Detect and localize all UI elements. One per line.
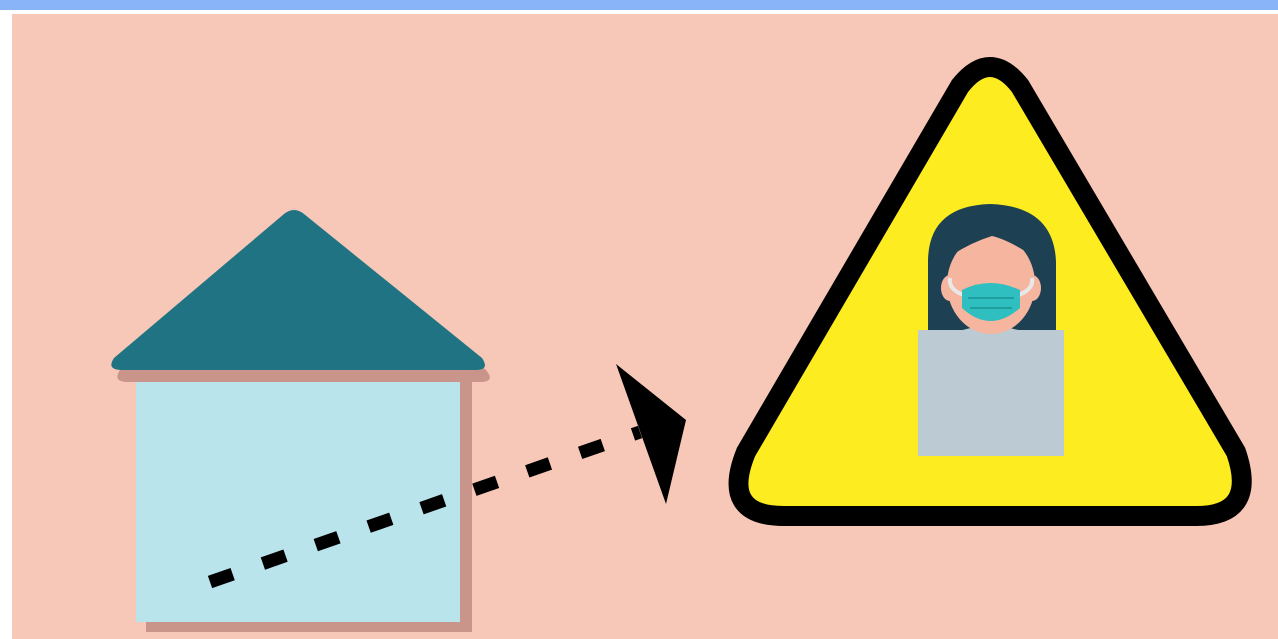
house-roof <box>111 210 485 370</box>
arrow-head <box>616 364 686 504</box>
house-icon <box>111 210 490 632</box>
warning-sign-icon <box>738 67 1241 516</box>
house-wall <box>136 368 460 622</box>
masked-person-icon <box>918 204 1064 456</box>
